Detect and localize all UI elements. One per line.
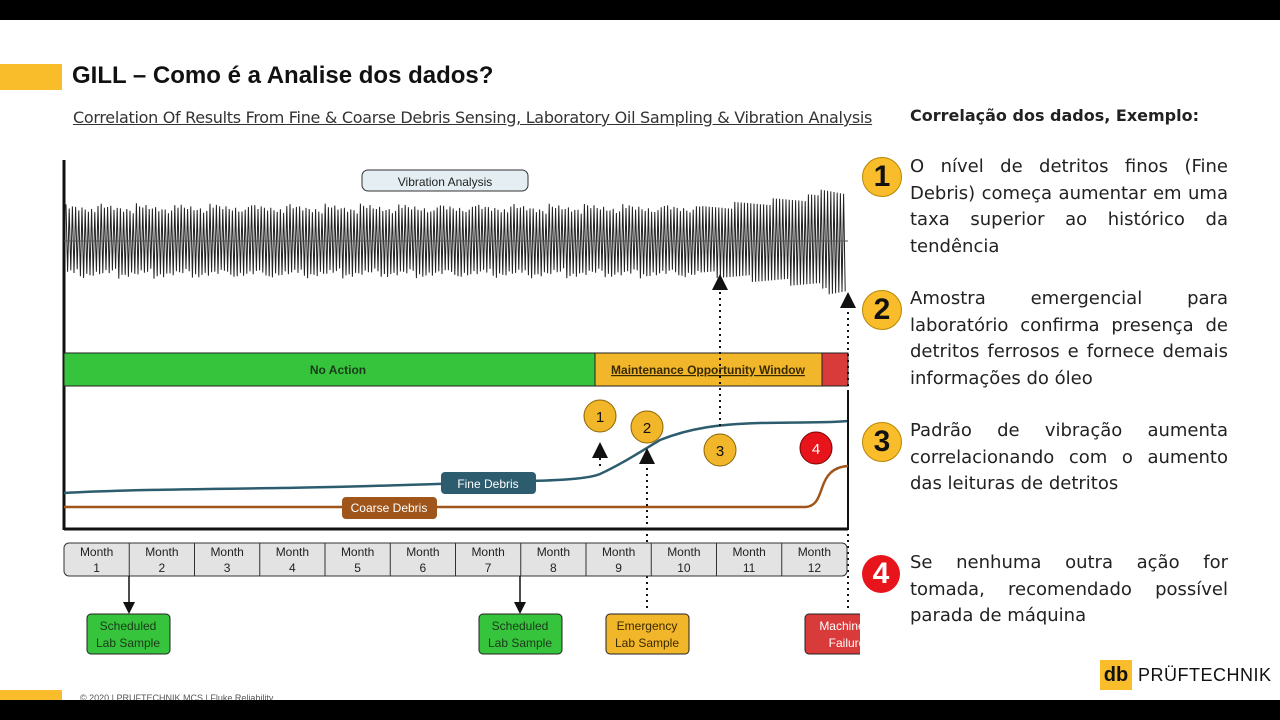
month-number: 11 bbox=[743, 561, 756, 575]
month-number: 2 bbox=[159, 561, 166, 575]
footer-accent bbox=[0, 690, 62, 700]
svg-text:Failure: Failure bbox=[829, 636, 860, 650]
fine-debris-label: Fine Debris bbox=[457, 477, 518, 491]
marker-2: 2 bbox=[630, 410, 664, 444]
emergency-lab-sample: Emergency Lab Sample bbox=[605, 613, 690, 655]
month-number: 3 bbox=[224, 561, 231, 575]
month-number: 8 bbox=[550, 561, 557, 575]
note-4-text: Se nenhuma outra ação for tomada, recome… bbox=[910, 552, 1228, 626]
month-label: Month bbox=[732, 545, 765, 559]
note-4-badge: 4 bbox=[862, 555, 900, 593]
marker-3: 3 bbox=[703, 433, 737, 467]
title-accent bbox=[0, 64, 62, 90]
coarse-debris-label-box bbox=[342, 497, 437, 519]
month-number: 7 bbox=[485, 561, 492, 575]
bottom-letterbox bbox=[0, 700, 1280, 720]
svg-text:4: 4 bbox=[812, 441, 820, 458]
svg-text:2: 2 bbox=[643, 420, 651, 437]
marker-1: 1 bbox=[583, 399, 617, 433]
note-1-text: O nível de detritos finos (Fine Debris) … bbox=[910, 156, 1228, 257]
svg-text:3: 3 bbox=[716, 443, 724, 460]
vibration-waveform bbox=[65, 189, 846, 295]
svg-text:1: 1 bbox=[596, 409, 604, 426]
logo-mark: db bbox=[1100, 660, 1132, 690]
svg-text:Lab Sample: Lab Sample bbox=[96, 636, 160, 650]
svg-text:Scheduled: Scheduled bbox=[492, 619, 549, 633]
vibration-label-box bbox=[361, 169, 529, 192]
top-letterbox bbox=[0, 0, 1280, 20]
note-1-badge: 1 bbox=[862, 157, 902, 197]
month-number: 12 bbox=[808, 561, 822, 575]
no-action-band bbox=[63, 352, 596, 387]
note-3-text: Padrão de vibração aumenta correlacionan… bbox=[910, 420, 1228, 494]
svg-text:Machinery: Machinery bbox=[819, 619, 860, 633]
scheduled-lab-sample-1: Scheduled Lab Sample bbox=[86, 613, 171, 655]
vibration-label: Vibration Analysis bbox=[398, 175, 493, 189]
svg-text:Scheduled: Scheduled bbox=[100, 619, 157, 633]
failure-band bbox=[821, 352, 849, 387]
month-label: Month bbox=[798, 545, 831, 559]
note-2-badge: 2 bbox=[862, 290, 902, 330]
machinery-failure: Machinery Failure bbox=[804, 613, 860, 655]
fine-debris-curve bbox=[63, 419, 849, 495]
month-number: 6 bbox=[420, 561, 427, 575]
month-label: Month bbox=[276, 545, 309, 559]
month-number: 9 bbox=[615, 561, 622, 575]
month-label: Month bbox=[80, 545, 113, 559]
svg-text:Lab Sample: Lab Sample bbox=[615, 636, 679, 650]
note-3-badge: 3 bbox=[862, 422, 902, 462]
notes-heading: Correlação dos dados, Exemplo: bbox=[910, 106, 1199, 125]
correlation-diagram: Vibration Analysis No Action Maintenance… bbox=[62, 160, 860, 655]
company-logo: db PRÜFTECHNIK bbox=[1100, 660, 1272, 690]
coarse-debris-curve bbox=[64, 464, 849, 509]
month-label: Month bbox=[537, 545, 570, 559]
marker-4: 4 bbox=[799, 431, 833, 465]
month-cells: Month 1 Month 2 Month 3 Month 4 Month 5 Month 6 Mont… bbox=[80, 543, 831, 576]
svg-text:Lab Sample: Lab Sample bbox=[488, 636, 552, 650]
month-label: Month bbox=[667, 545, 700, 559]
month-label: Month bbox=[210, 545, 243, 559]
month-label: Month bbox=[471, 545, 504, 559]
month-number: 4 bbox=[289, 561, 296, 575]
page-title: GILL – Como é a Analise dos dados? bbox=[72, 62, 494, 89]
diagram-subtitle: Correlation Of Results From Fine & Coars… bbox=[73, 108, 873, 127]
logo-name: PRÜFTECHNIK bbox=[1138, 664, 1272, 685]
month-number: 10 bbox=[677, 561, 691, 575]
scheduled-lab-sample-2: Scheduled Lab Sample bbox=[478, 613, 563, 655]
month-label: Month bbox=[145, 545, 178, 559]
maintenance-window-label: Maintenance Opportunity Window bbox=[611, 363, 806, 377]
footer-copyright: © 2020 | PRUFTECHNIK MCS | Fluke Reliabi… bbox=[80, 693, 274, 703]
coarse-debris-label: Coarse Debris bbox=[351, 501, 428, 515]
month-label: Month bbox=[602, 545, 635, 559]
fine-debris-label-box bbox=[441, 472, 536, 494]
note-2-text: Amostra emergencial para laboratório con… bbox=[910, 288, 1228, 389]
no-action-label: No Action bbox=[310, 363, 366, 377]
month-number: 5 bbox=[354, 561, 361, 575]
month-number: 1 bbox=[93, 561, 100, 575]
month-label: Month bbox=[406, 545, 439, 559]
maintenance-window-band bbox=[594, 352, 823, 387]
svg-text:Emergency: Emergency bbox=[617, 619, 678, 633]
month-label: Month bbox=[341, 545, 374, 559]
